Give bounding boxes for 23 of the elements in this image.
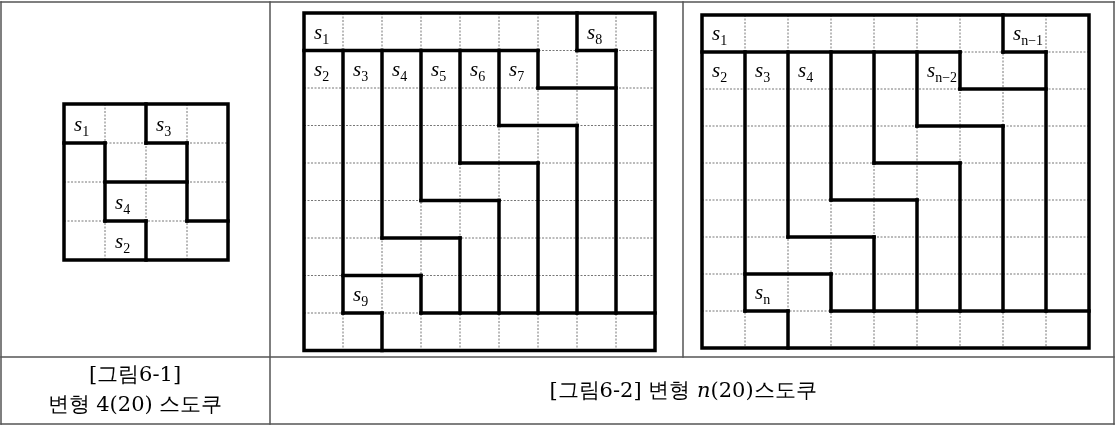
region-label: s$_{n−2}$	[927, 60, 958, 85]
region-label: s$_{1}$	[314, 21, 330, 47]
region-label: s$_{1}$	[712, 23, 728, 48]
region-label: s$_{9}$	[353, 284, 369, 309]
figure-caption: [그림6-2] 변형 n(20)스도쿠	[549, 378, 817, 404]
region-label: s$_{6}$	[470, 59, 486, 84]
figure-caption: [그림6-1]	[88, 362, 182, 388]
region-label: s$_{2}$	[115, 231, 131, 256]
figure-caption: 변형 4(20) 스도쿠	[47, 392, 223, 418]
region-label: s$_{2}$	[712, 60, 728, 85]
region-label: s$_{n−1}$	[1013, 23, 1044, 48]
region-label: s$_{n}$	[755, 282, 771, 307]
region-label: s$_{7}$	[509, 59, 525, 84]
region-label: s$_{4}$	[115, 192, 131, 217]
region-label: s$_{4}$	[392, 59, 408, 84]
region-label: s$_{8}$	[587, 21, 603, 47]
region-label: s$_{5}$	[431, 59, 447, 84]
region-label: s$_{4}$	[798, 60, 814, 85]
region-label: s$_{3}$	[156, 114, 172, 139]
region-label: s$_{2}$	[314, 59, 330, 84]
region-label: s$_{3}$	[353, 59, 369, 84]
region-label: s$_{3}$	[755, 60, 771, 85]
region-label: s$_{1}$	[74, 114, 90, 139]
